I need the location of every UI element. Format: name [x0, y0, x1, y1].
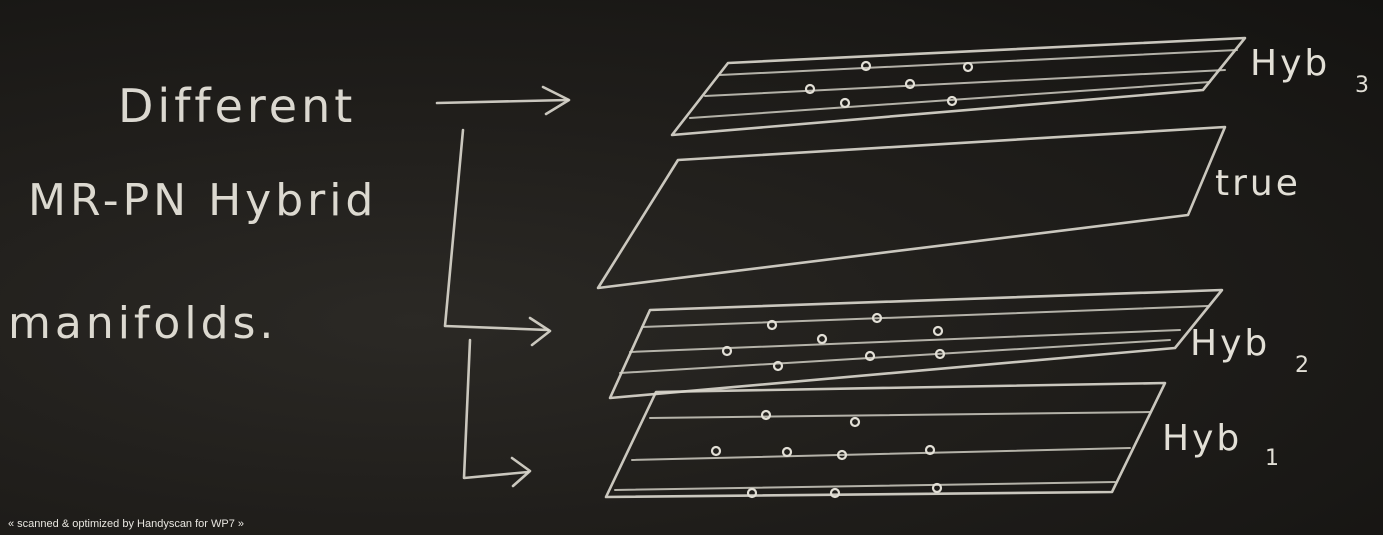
sample-point	[871, 312, 883, 324]
sample-point	[781, 446, 793, 458]
sample-point	[772, 360, 784, 372]
hyb3-line	[719, 49, 1238, 76]
arrowhead-hyb1	[510, 456, 532, 488]
bracket-arrow-to-hyb1	[462, 338, 530, 480]
scanner-watermark: « scanned & optimized by Handyscan for W…	[8, 518, 245, 530]
hyb1-line	[614, 481, 1116, 491]
sample-point	[836, 449, 848, 461]
bracket-arrow-to-hyb2	[443, 128, 550, 332]
manifold-labels: Hyb 3 true Hyb 2 Hyb 1	[1162, 43, 1369, 471]
hyb2-line	[619, 339, 1171, 374]
sample-point	[839, 97, 851, 109]
true-plane	[596, 125, 1227, 290]
heading-line-2: MR-PN Hybrid	[28, 175, 377, 226]
sample-point	[932, 325, 944, 337]
label-true: true	[1215, 163, 1301, 204]
hyb3-plane	[670, 36, 1247, 137]
sample-point	[760, 409, 772, 421]
sample-point	[946, 95, 958, 107]
sample-point	[746, 487, 758, 499]
subscript-hyb2: 2	[1295, 353, 1309, 378]
subscript-hyb3: 3	[1355, 73, 1369, 98]
sample-point	[766, 319, 778, 331]
arrows	[435, 85, 571, 488]
label-hyb3: Hyb	[1250, 43, 1330, 84]
sample-point	[849, 416, 861, 428]
hyb1-line	[631, 447, 1131, 461]
label-hyb1: Hyb	[1162, 418, 1242, 459]
manifold-hyb2	[608, 288, 1224, 400]
hyb1-plane	[604, 381, 1167, 499]
heading-line-3: manifolds.	[8, 298, 277, 349]
sample-point	[829, 487, 841, 499]
manifold-hyb1	[604, 381, 1167, 499]
subscript-hyb1: 1	[1265, 446, 1279, 471]
heading-line-1: Different	[118, 79, 356, 133]
sample-point	[804, 83, 816, 95]
arrow-to-hyb3	[435, 98, 570, 105]
sample-point	[710, 445, 722, 457]
sample-point	[864, 350, 876, 362]
sample-point	[931, 482, 943, 494]
sample-point	[721, 345, 733, 357]
hyb1-line	[649, 411, 1151, 419]
sample-point	[860, 60, 872, 72]
hyb2-line	[641, 305, 1209, 328]
manifold-true	[596, 125, 1227, 290]
hyb2-plane	[608, 288, 1224, 400]
label-hyb2: Hyb	[1190, 323, 1270, 364]
sample-point	[962, 61, 974, 73]
manifold-hyb3	[670, 36, 1247, 137]
hyb3-line	[689, 81, 1211, 119]
sample-point	[904, 78, 916, 90]
sample-point	[924, 444, 936, 456]
hyb2-line	[629, 329, 1181, 353]
hyb3-line	[704, 69, 1226, 97]
arrowhead-hyb2	[528, 316, 552, 347]
sample-point	[934, 348, 946, 360]
sample-point	[816, 333, 828, 345]
heading: Different MR-PN Hybrid manifolds.	[8, 79, 377, 349]
arrowhead-hyb3	[541, 85, 571, 116]
